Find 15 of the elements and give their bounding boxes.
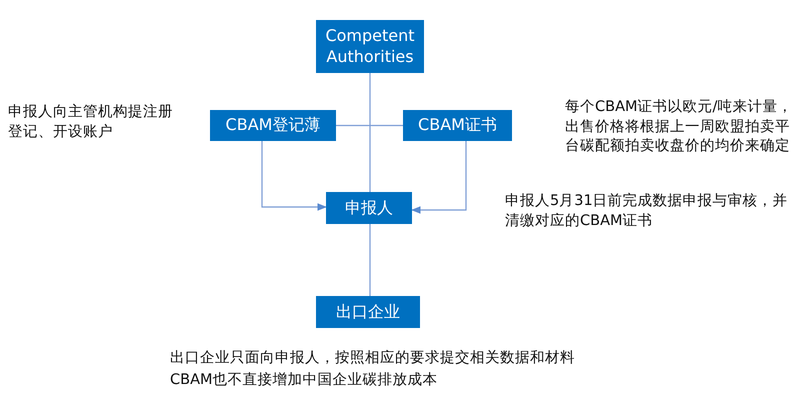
arrow (261, 141, 327, 211)
annotation-text: CBAM也不直接增加中国企业碳排放成本 (170, 371, 439, 390)
connector-line (336, 124, 403, 126)
annotation-text: 每个CBAM证书以欧元/吨来计量，出售价格将根据上一周欧盟拍卖平台碳配额拍卖收盘价的均价来确定 (565, 98, 794, 156)
process-box: 申报人 (326, 192, 412, 224)
annotation-text: 出口企业只面向申报人，按照相应的要求提交相关数据和材料 (170, 349, 576, 368)
process-box: Competent Authorities (316, 20, 424, 73)
annotation-text: 申报人向主管机构提注册登记、开设账户 (8, 103, 174, 142)
connector-line (369, 224, 371, 296)
annotation-text: 申报人5月31日前完成数据申报与审核，并清缴对应的CBAM证书 (505, 192, 789, 231)
process-box: CBAM登记薄 (210, 110, 336, 141)
connector-line (369, 73, 371, 192)
arrow (411, 141, 467, 214)
process-box: 出口企业 (316, 296, 420, 328)
process-box: CBAM证书 (403, 110, 512, 141)
